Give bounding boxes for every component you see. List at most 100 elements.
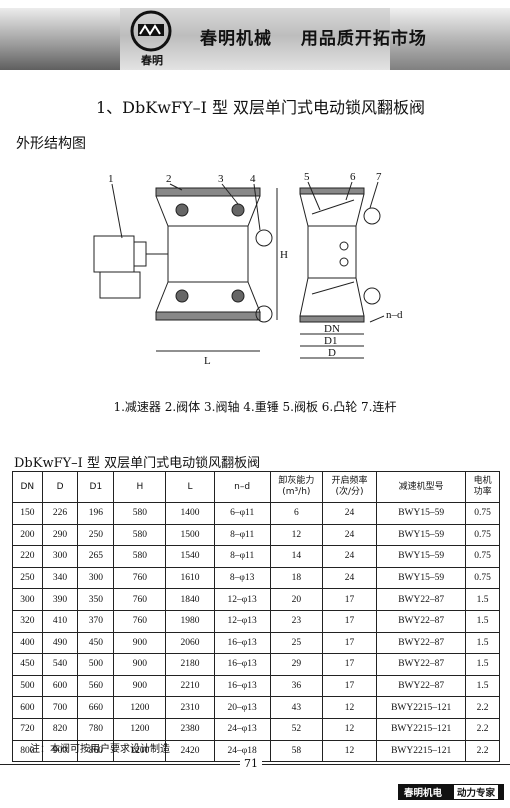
footer-brand: 春明机电 xyxy=(403,788,442,799)
col-l: L xyxy=(165,471,215,503)
table-cell: 265 xyxy=(77,545,115,568)
table-cell: 450 xyxy=(77,631,115,655)
spec-table: DN D D1 H L n–d 卸灰能力 (m³/h) 开启频率 (次/分) 减… xyxy=(12,471,500,763)
table-cell: 1200 xyxy=(113,717,167,741)
table-cell: 25 xyxy=(269,631,323,655)
table-cell: 760 xyxy=(113,566,167,590)
col-d: D xyxy=(41,471,79,503)
table-cell: BWY22–87 xyxy=(376,674,467,698)
table-cell: 2060 xyxy=(165,631,215,655)
table-cell: 1610 xyxy=(165,566,215,590)
col-frequency: 开启频率 (次/分) xyxy=(321,471,378,503)
table-title: DbKwFY–I 型 双层单门式电动锁风翻板阀 xyxy=(14,456,261,471)
table-cell: 2180 xyxy=(165,653,215,676)
label-1: 1 xyxy=(108,173,114,185)
table-cell: 12–φ13 xyxy=(213,609,271,633)
table-cell: 43 xyxy=(269,696,323,719)
table-cell: 17 xyxy=(321,631,378,655)
table-cell: BWY22–87 xyxy=(376,609,467,633)
table-cell: 350 xyxy=(77,588,115,611)
table-cell: 12 xyxy=(321,717,378,741)
table-cell: 560 xyxy=(77,674,115,698)
drawing-caption: 1.减速器 2.阀体 3.阀轴 4.重锤 5.阀板 6.凸轮 7.连杆 xyxy=(113,400,397,414)
table-cell: 2.2 xyxy=(465,739,500,763)
label-2: 2 xyxy=(166,173,172,185)
table-cell: 196 xyxy=(77,502,115,525)
table-cell: BWY2215–121 xyxy=(376,717,467,741)
table-cell: 900 xyxy=(113,631,167,655)
table-cell: BWY15–59 xyxy=(376,566,467,590)
table-cell: 23 xyxy=(269,609,323,633)
table-cell: 660 xyxy=(77,696,115,719)
table-cell: 1.5 xyxy=(465,674,500,698)
col-d1: D1 xyxy=(77,471,115,503)
reducer-motor-shape xyxy=(93,235,135,273)
table-cell: 580 xyxy=(113,523,167,547)
page-title: 1、DbKwFY–I 型 双层单门式电动锁风翻板阀 xyxy=(96,98,426,117)
table-cell: 17 xyxy=(321,653,378,676)
table-cell: 12 xyxy=(321,696,378,719)
brand-slogan: 用品质开拓市场 xyxy=(300,29,427,49)
table-cell: 24 xyxy=(321,545,378,568)
col-motor-power: 电机 功率 xyxy=(465,471,500,503)
table-cell: 8–φ13 xyxy=(213,566,271,590)
table-cell: 410 xyxy=(41,609,79,633)
table-cell: 1840 xyxy=(165,588,215,611)
table-cell: 600 xyxy=(12,696,43,719)
table-cell: BWY15–59 xyxy=(376,523,467,547)
table-cell: 600 xyxy=(41,674,79,698)
table-cell: 900 xyxy=(113,653,167,676)
table-cell: 17 xyxy=(321,674,378,698)
table-cell: 36 xyxy=(269,674,323,698)
table-cell: 58 xyxy=(269,739,323,763)
label-3: 3 xyxy=(218,173,224,185)
table-cell: 450 xyxy=(12,653,43,676)
table-cell: 1400 xyxy=(165,502,215,525)
table-cell: 24 xyxy=(321,566,378,590)
label-DN: DN xyxy=(324,323,340,335)
label-D1: D1 xyxy=(324,335,337,347)
header-photo-cooling-towers xyxy=(390,8,510,70)
table-cell: 2310 xyxy=(165,696,215,719)
table-cell: 320 xyxy=(12,609,43,633)
table-cell: 2420 xyxy=(165,739,215,763)
label-H: H xyxy=(280,249,288,261)
table-cell: 24 xyxy=(321,523,378,547)
table-cell: 1.5 xyxy=(465,631,500,655)
valve-top-flange xyxy=(155,187,261,197)
col-capacity: 卸灰能力 (m³/h) xyxy=(269,471,323,503)
table-cell: 300 xyxy=(12,588,43,611)
table-cell: 250 xyxy=(77,523,115,547)
col-nd: n–d xyxy=(213,471,271,503)
table-cell: 1540 xyxy=(165,545,215,568)
table-cell: 1.5 xyxy=(465,588,500,611)
table-cell: 8–φ11 xyxy=(213,545,271,568)
label-5: 5 xyxy=(304,171,310,183)
table-cell: 150 xyxy=(12,502,43,525)
table-cell: BWY22–87 xyxy=(376,653,467,676)
table-cell: 340 xyxy=(41,566,79,590)
table-cell: 24–φ13 xyxy=(213,717,271,741)
table-cell: 2380 xyxy=(165,717,215,741)
table-cell: 300 xyxy=(77,566,115,590)
table-cell: 1980 xyxy=(165,609,215,633)
section-title: 外形结构图 xyxy=(16,136,86,152)
table-cell: 2.2 xyxy=(465,717,500,741)
table-cell: 2.2 xyxy=(465,696,500,719)
table-cell: 20–φ13 xyxy=(213,696,271,719)
label-D: D xyxy=(328,347,336,359)
table-cell: BWY22–87 xyxy=(376,588,467,611)
table-cell: 226 xyxy=(41,502,79,525)
table-cell: 720 xyxy=(12,717,43,741)
table-cell: 20 xyxy=(269,588,323,611)
col-h: H xyxy=(113,471,167,503)
footer-tagline: 动力专家 xyxy=(453,785,498,799)
table-cell: 300 xyxy=(41,545,79,568)
table-cell: 490 xyxy=(41,631,79,655)
logo-text: 春明 xyxy=(141,54,163,67)
table-cell: 0.75 xyxy=(465,566,500,590)
